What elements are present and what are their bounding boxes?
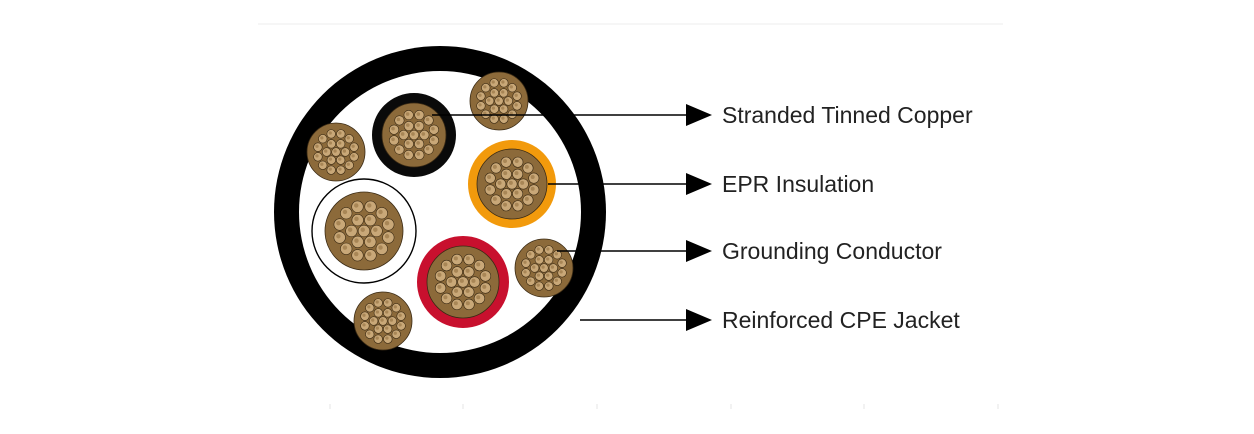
grounding-conductor-right — [514, 238, 574, 298]
arrow-icon — [686, 104, 712, 126]
arrow-icon — [686, 309, 712, 331]
conductor-white — [324, 191, 404, 271]
conductor-black — [381, 102, 447, 168]
label-reinforced-cpe-jacket: Reinforced CPE Jacket — [722, 307, 960, 333]
conductor-orange — [476, 148, 548, 220]
arrow-icon — [686, 240, 712, 262]
arrow-icon — [686, 173, 712, 195]
label-grounding-conductor: Grounding Conductor — [722, 238, 942, 264]
label-epr-insulation: EPR Insulation — [722, 171, 874, 197]
cable-cross-section — [274, 46, 606, 378]
bottom-ticks — [329, 404, 999, 409]
conductor-red — [426, 245, 500, 319]
grounding-conductor-bottom — [353, 291, 413, 351]
grounding-conductor-top — [469, 71, 529, 131]
grounding-conductor-left — [306, 122, 366, 182]
leader-lines — [432, 104, 712, 331]
label-stranded-tinned-copper: Stranded Tinned Copper — [722, 102, 973, 128]
